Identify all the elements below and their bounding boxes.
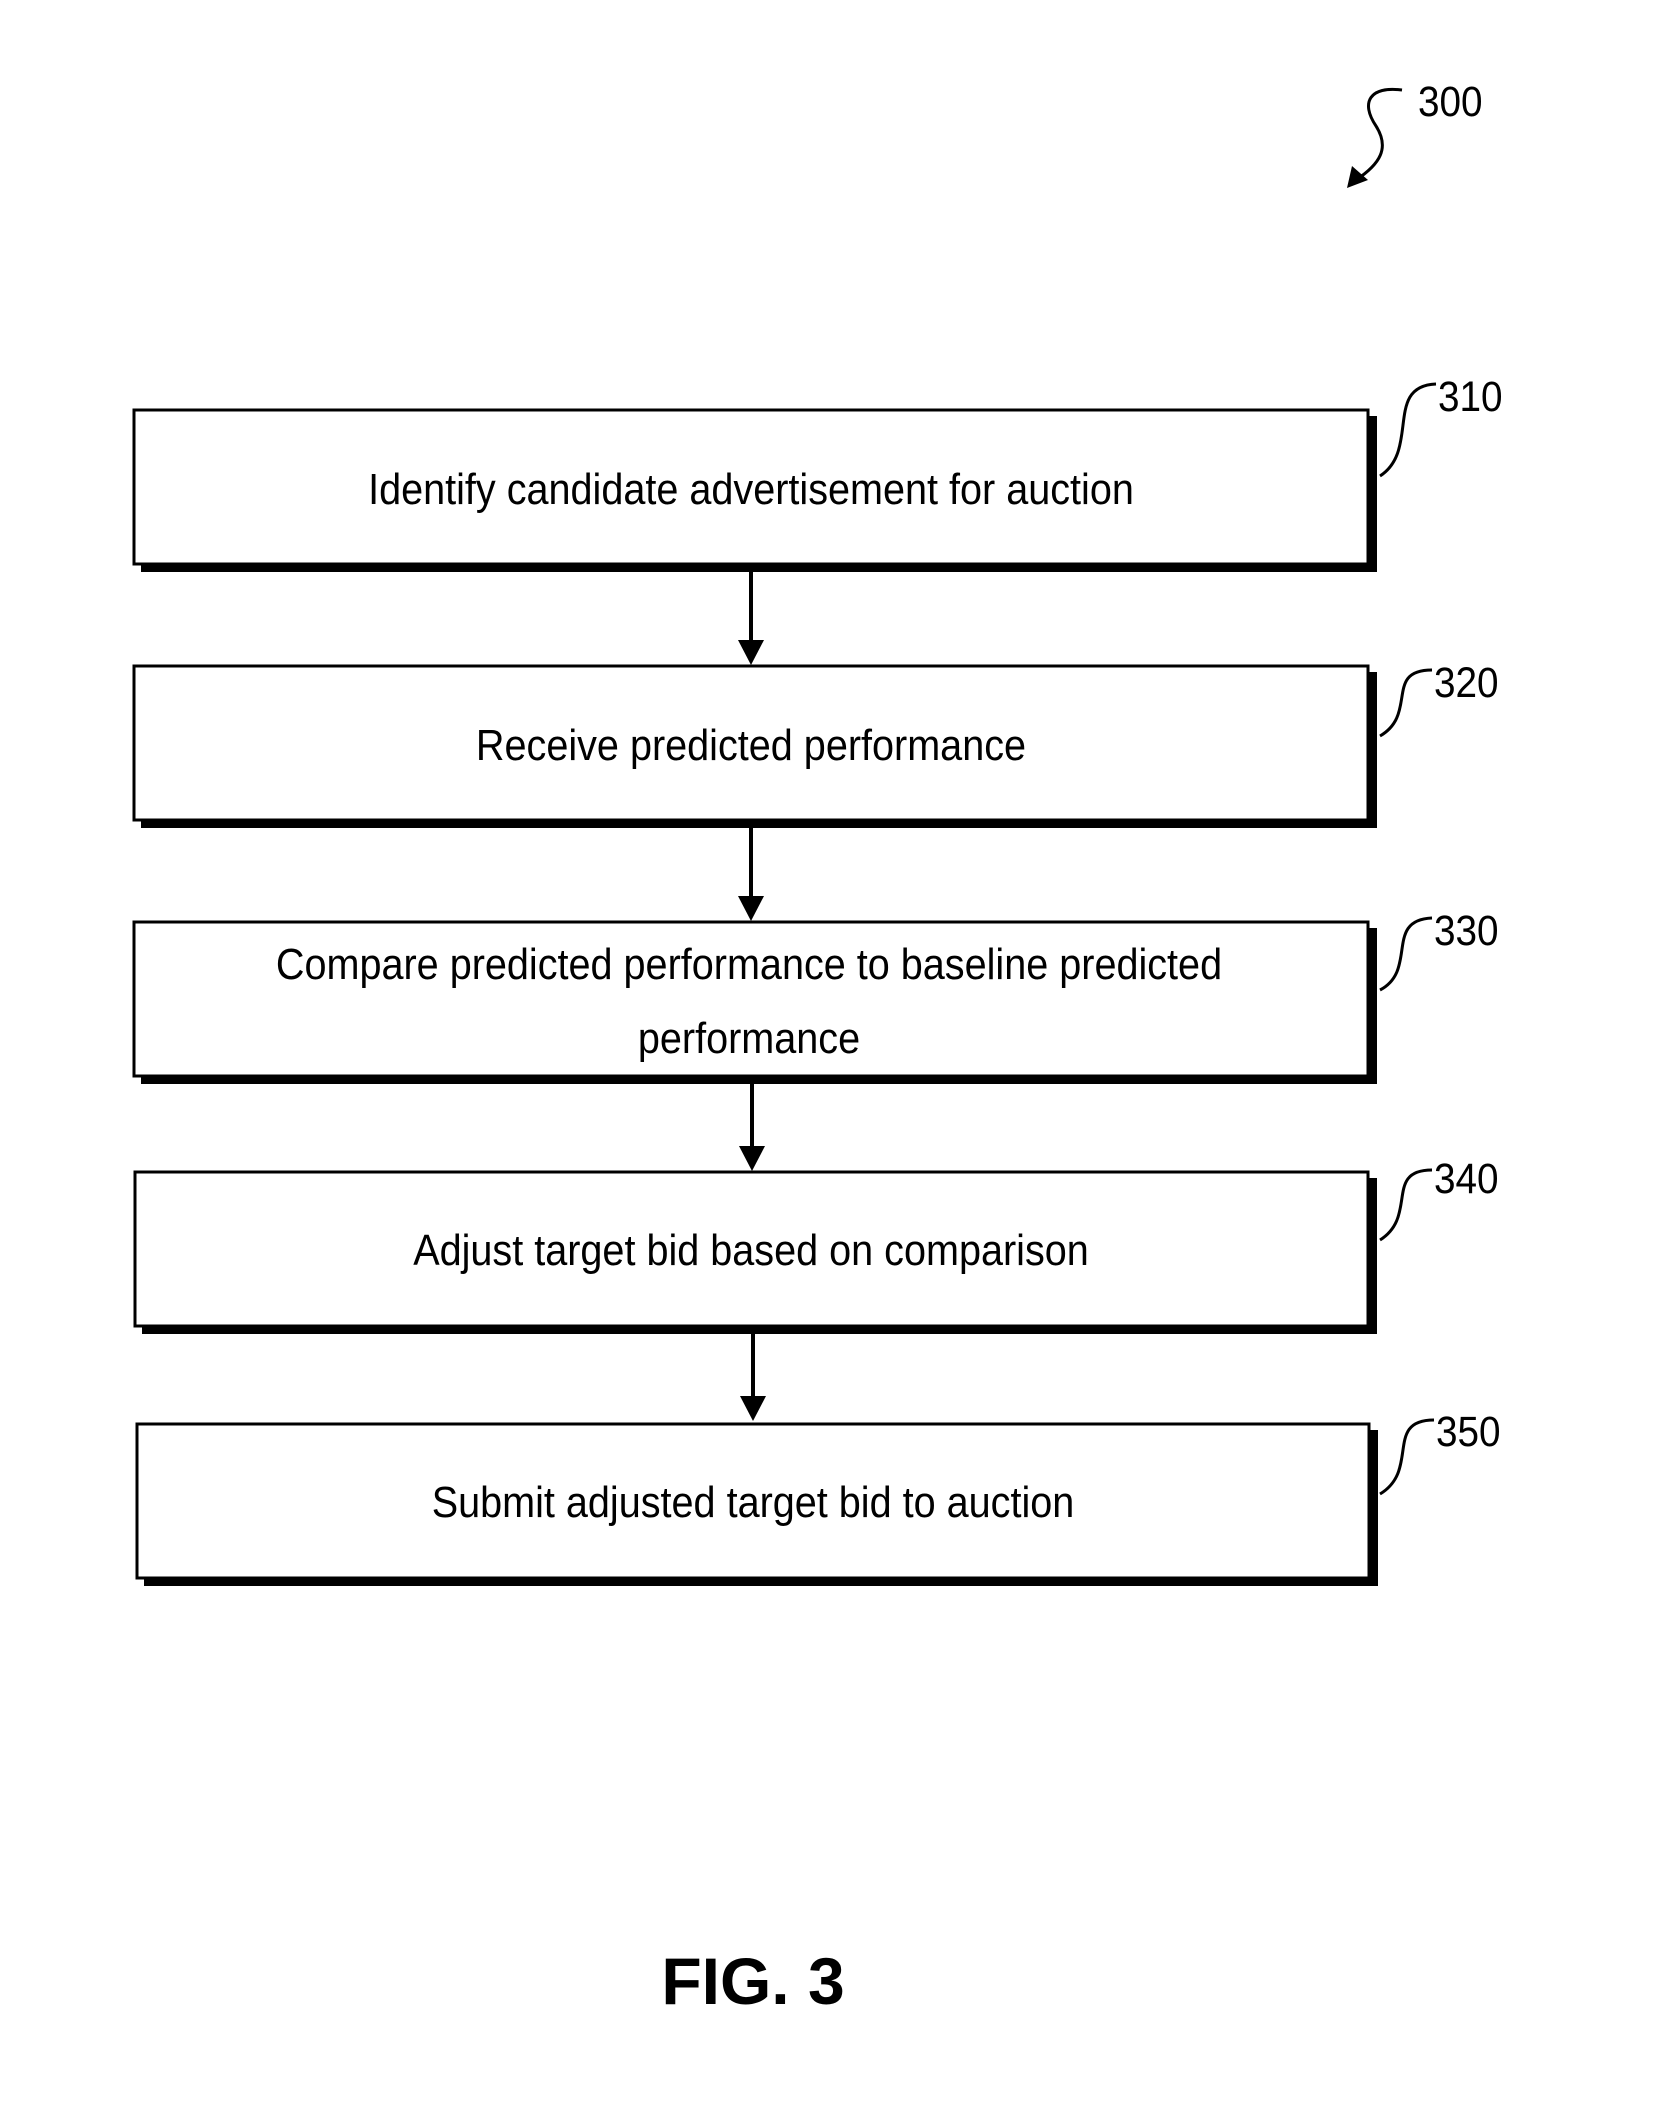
figure-ref-callout: 300 bbox=[1347, 77, 1483, 188]
figure-ref-arrowhead bbox=[1347, 166, 1368, 188]
step-ref-connector bbox=[1380, 384, 1436, 476]
step-label: Submit adjusted target bid to auction bbox=[432, 1477, 1075, 1526]
figure-ref-arrow-curve bbox=[1356, 89, 1402, 180]
figure-caption: FIG. 3 bbox=[661, 1944, 844, 2018]
flow-arrow bbox=[738, 828, 764, 921]
step-label: Adjust target bid based on comparison bbox=[413, 1225, 1089, 1274]
figure-ref-number: 300 bbox=[1418, 77, 1483, 125]
step-ref-connector bbox=[1380, 1170, 1432, 1240]
step-label-line-1: Compare predicted performance to baselin… bbox=[276, 939, 1222, 988]
step-ref-connector bbox=[1380, 918, 1432, 990]
step-ref-number: 350 bbox=[1436, 1407, 1501, 1455]
step-ref-number: 310 bbox=[1438, 372, 1503, 420]
step-340: Adjust target bid based on comparison 34… bbox=[135, 1154, 1499, 1334]
flow-arrow bbox=[740, 1334, 766, 1421]
flow-arrow bbox=[738, 572, 764, 665]
step-label: Receive predicted performance bbox=[476, 720, 1026, 769]
flow-arrow bbox=[739, 1084, 765, 1171]
step-label-line-2: performance bbox=[638, 1013, 860, 1062]
step-ref-connector bbox=[1380, 670, 1432, 736]
step-ref-number: 330 bbox=[1434, 906, 1499, 954]
step-310: Identify candidate advertisement for auc… bbox=[134, 372, 1503, 572]
step-350: Submit adjusted target bid to auction 35… bbox=[137, 1407, 1501, 1586]
step-ref-number: 340 bbox=[1434, 1154, 1499, 1202]
step-ref-number: 320 bbox=[1434, 658, 1499, 706]
step-320: Receive predicted performance 320 bbox=[134, 658, 1499, 828]
step-label: Identify candidate advertisement for auc… bbox=[368, 464, 1134, 513]
step-ref-connector bbox=[1380, 1420, 1434, 1494]
step-330: Compare predicted performance to baselin… bbox=[134, 906, 1499, 1084]
